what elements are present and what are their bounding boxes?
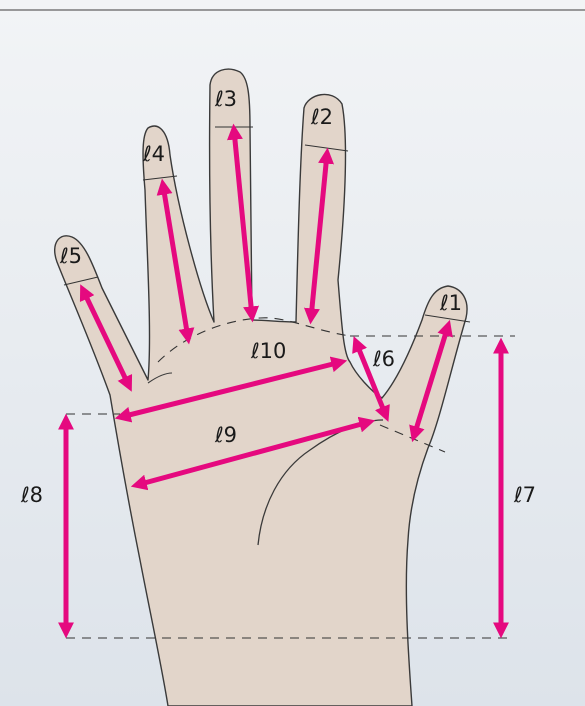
label-l10: ℓ10 [250,339,286,363]
label-l4: ℓ4 [142,142,165,166]
label-l3: ℓ3 [214,87,237,111]
label-l8: ℓ8 [20,483,43,507]
label-l2: ℓ2 [310,105,333,129]
label-l1: ℓ1 [439,291,462,315]
label-l9: ℓ9 [214,423,237,447]
label-l7: ℓ7 [513,483,536,507]
label-l6: ℓ6 [372,347,395,371]
label-l5: ℓ5 [59,244,82,268]
